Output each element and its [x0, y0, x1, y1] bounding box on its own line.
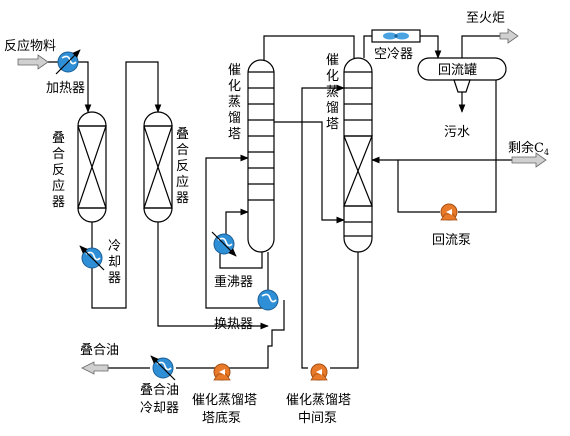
bottom-pump-label: 催化蒸馏塔 塔底泵 — [192, 393, 257, 426]
air-cooler-label: 空冷器 — [374, 47, 413, 62]
oil-cooler-label: 叠合油 冷却器 — [140, 383, 179, 416]
svg-text:馏: 馏 — [326, 101, 339, 116]
svg-text:器: 器 — [52, 195, 65, 210]
reflux-pump — [440, 203, 458, 221]
product-oil-cooler-exchanger — [150, 355, 176, 381]
svg-text:蒸: 蒸 — [228, 95, 241, 110]
reboiler-supply-line — [219, 250, 263, 269]
main-heat-exchanger — [257, 289, 279, 311]
flare-arrow — [499, 28, 519, 44]
to-flare-label: 至火炬 — [466, 11, 505, 26]
tower1-mid-to-tower2 — [270, 121, 345, 224]
tower1-overhead-line — [263, 35, 355, 60]
reboiler-exchanger — [211, 231, 237, 257]
svg-text:叠: 叠 — [52, 131, 65, 146]
reboiler-label: 重沸器 — [214, 274, 253, 290]
svg-text:化: 化 — [326, 69, 339, 84]
svg-text:催: 催 — [228, 63, 241, 78]
reflux-pump-label: 回流泵 — [432, 233, 471, 248]
svg-text:化: 化 — [228, 79, 241, 94]
svg-text:合: 合 — [176, 143, 189, 158]
exchanger-to-tower1-line — [205, 154, 268, 309]
air-cooler — [371, 29, 421, 43]
reactor2-outlet-line — [157, 222, 269, 330]
svg-text:叠: 叠 — [176, 127, 189, 142]
svg-text:中间泵: 中间泵 — [298, 411, 337, 426]
svg-text:应: 应 — [52, 178, 65, 194]
svg-text:器: 器 — [176, 191, 189, 206]
product-label: 叠合油 — [80, 343, 119, 358]
svg-text:器: 器 — [108, 271, 121, 286]
feed-arrow — [17, 54, 49, 70]
heater-label: 加热器 — [46, 81, 85, 96]
svg-text:塔: 塔 — [228, 127, 241, 142]
mid-pump-label: 催化蒸馏塔 中间泵 — [286, 393, 351, 426]
mid-pump — [310, 363, 328, 381]
svg-text:却: 却 — [108, 255, 121, 270]
reactor2-label: 叠 合 反 应 器 — [176, 127, 189, 206]
reactor-1 — [77, 111, 107, 223]
c4-arrow — [511, 152, 547, 168]
svg-text:催化蒸馏塔: 催化蒸馏塔 — [192, 393, 257, 408]
reactor1-label: 叠 合 反 应 器 — [52, 131, 65, 210]
svg-text:合: 合 — [52, 147, 65, 162]
product-arrow — [81, 361, 109, 375]
svg-text:反: 反 — [52, 163, 65, 178]
svg-text:冷: 冷 — [108, 239, 121, 254]
reactor-2 — [143, 111, 173, 223]
bottom-pump — [213, 363, 231, 381]
heater-exchanger — [55, 49, 81, 75]
drum-to-flare-line — [461, 35, 500, 58]
tower2-overhead-line — [363, 35, 372, 58]
feed-label: 反应物料 — [4, 38, 56, 54]
svg-text:塔底泵: 塔底泵 — [202, 410, 241, 426]
svg-text:反: 反 — [176, 159, 189, 174]
remaining-c4-label: 剩余C4 — [508, 140, 549, 157]
svg-text:冷却器: 冷却器 — [140, 401, 179, 416]
reboiler-return-line — [225, 208, 249, 240]
catalytic-distillation-tower-1 — [247, 59, 275, 253]
svg-text:应: 应 — [176, 174, 189, 190]
mid-pump-supply — [330, 252, 359, 369]
wastewater-label: 污水 — [444, 125, 470, 140]
heat-exchanger-label: 换热器 — [214, 317, 253, 332]
svg-text:塔: 塔 — [326, 117, 339, 132]
drum-to-reflux-pump — [458, 78, 497, 213]
reflux-drum-label: 回流罐 — [438, 63, 477, 78]
exchanger-to-bottom-pump — [228, 300, 285, 369]
svg-text:蒸: 蒸 — [326, 85, 339, 100]
mid-pump-return — [301, 84, 345, 369]
cooler-exchanger — [79, 245, 105, 271]
tower2-label: 催 化 蒸 馏 塔 — [326, 53, 339, 132]
tower1-label: 催 化 蒸 馏 塔 — [228, 63, 241, 142]
svg-text:催化蒸馏塔: 催化蒸馏塔 — [286, 393, 351, 408]
svg-text:催: 催 — [326, 53, 339, 68]
reactor1-outlet-line — [91, 61, 162, 309]
reflux-pump-to-tower2 — [371, 156, 440, 213]
catalytic-distillation-tower-2 — [343, 57, 373, 253]
reflux-drum — [417, 57, 507, 93]
svg-text:叠合油: 叠合油 — [140, 383, 179, 398]
svg-text:馏: 馏 — [228, 111, 241, 126]
air-cooler-to-drum — [420, 35, 442, 59]
cooler-label: 冷 却 器 — [108, 239, 121, 286]
